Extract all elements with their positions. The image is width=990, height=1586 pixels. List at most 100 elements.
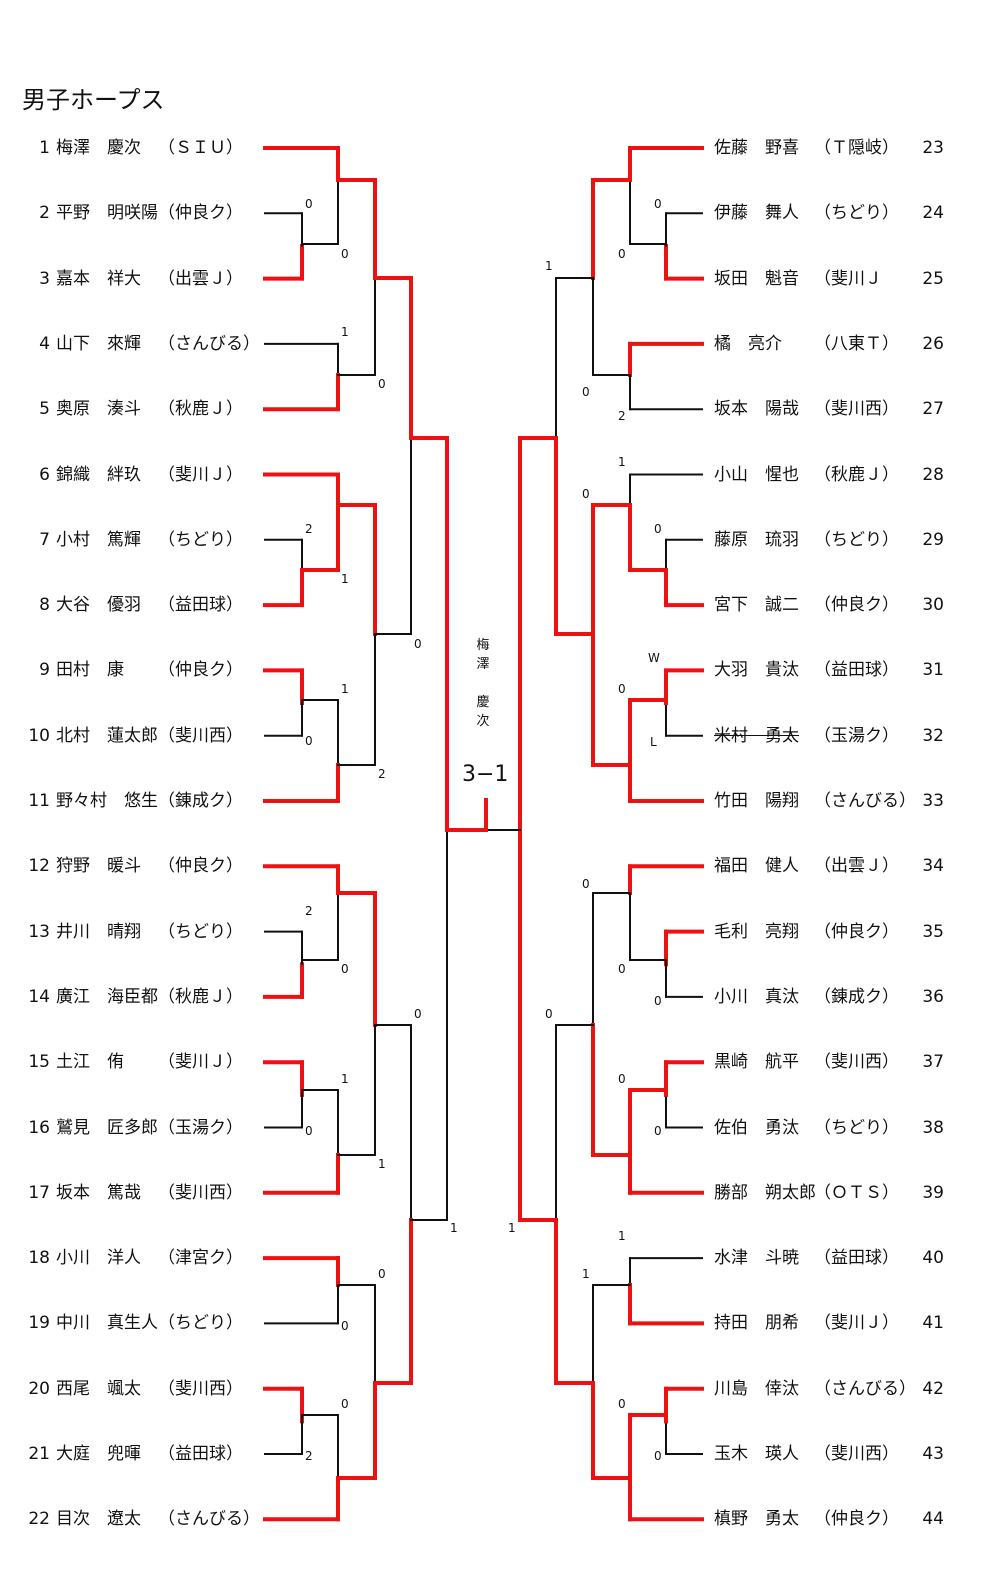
player-name: 鷲見 匠多郎 xyxy=(56,1117,158,1138)
player-club: （益田球） xyxy=(158,595,243,616)
match-score: 0 xyxy=(305,734,313,748)
player-club: （さんびる） xyxy=(158,333,260,354)
match-score: 0 xyxy=(545,1007,553,1021)
player-name: 田村 康 xyxy=(56,660,124,681)
match-score: 0 xyxy=(341,247,349,261)
match-score: 0 xyxy=(305,1124,313,1138)
player-club: （仲良ク） xyxy=(814,1509,899,1530)
player-name: 坂本 篤哉 xyxy=(56,1182,141,1203)
seed-number: 30 xyxy=(922,595,944,616)
page-title: 男子ホープス xyxy=(22,86,165,114)
match-score: 0 xyxy=(654,522,662,536)
player-club: （ちどり） xyxy=(158,529,243,550)
player-club: （斐川西） xyxy=(158,725,243,746)
player-club: （さんびる） xyxy=(814,791,916,811)
seed-number: 43 xyxy=(922,1444,944,1464)
seed-number: 7 xyxy=(39,529,50,550)
player-name: 大羽 貴汰 xyxy=(714,660,799,681)
player-club: （斐川Ｊ） xyxy=(158,464,243,485)
player-name: 西尾 颯太 xyxy=(56,1378,141,1399)
player-club: （Ｔ隠岐） xyxy=(814,138,899,158)
match-score: L xyxy=(650,735,657,749)
seed-number: 28 xyxy=(922,464,944,485)
player-name: 黒崎 航平 xyxy=(714,1052,799,1073)
champion-name: 梅 澤 慶 次 xyxy=(468,636,498,731)
match-score: 0 xyxy=(582,877,590,891)
player-name: 佐伯 勇汰 xyxy=(714,1117,799,1138)
match-score: 1 xyxy=(618,455,626,469)
seed-number: 1 xyxy=(39,138,50,158)
seed-number: 18 xyxy=(28,1248,50,1269)
seed-number: 9 xyxy=(39,660,50,681)
match-score: 0 xyxy=(654,1449,662,1463)
player-name: 大庭 兜暉 xyxy=(56,1444,141,1464)
seed-number: 23 xyxy=(922,138,944,158)
match-score: 1 xyxy=(341,1072,349,1086)
player-club: （斐川西） xyxy=(814,399,899,420)
seed-number: 13 xyxy=(28,921,50,942)
player-club: （出雲Ｊ） xyxy=(814,856,899,877)
match-score: 2 xyxy=(618,409,626,423)
seed-number: 27 xyxy=(922,399,944,420)
match-score: 2 xyxy=(305,904,313,918)
seed-number: 22 xyxy=(28,1509,50,1530)
final-score: 3−1 xyxy=(462,762,509,787)
seed-number: 40 xyxy=(922,1248,944,1269)
seed-number: 41 xyxy=(922,1313,944,1334)
match-score: 2 xyxy=(305,522,313,536)
match-score: 1 xyxy=(341,325,349,339)
match-score: 0 xyxy=(618,1397,626,1411)
champion-char xyxy=(468,674,498,693)
player-club: （ちどり） xyxy=(814,203,899,224)
match-score: 2 xyxy=(378,767,386,781)
player-name: 北村 蓮太郎 xyxy=(56,725,158,746)
player-name: 福田 健人 xyxy=(714,856,799,877)
seed-number: 26 xyxy=(922,333,944,354)
player-name: 宮下 誠二 xyxy=(714,595,799,616)
player-club: （八東Ｔ） xyxy=(814,333,899,354)
player-name: 井川 晴翔 xyxy=(56,921,141,942)
seed-number: 3 xyxy=(39,268,50,289)
player-club: （斐川西） xyxy=(814,1052,899,1073)
player-name: 小川 洋人 xyxy=(56,1248,141,1269)
player-club: （斐川西） xyxy=(814,1444,899,1464)
player-name: 勝部 朔太郎 xyxy=(714,1182,816,1203)
seed-number: 10 xyxy=(28,725,50,746)
player-club: （斐川西） xyxy=(158,1182,243,1203)
player-name: 梅澤 慶次 xyxy=(56,138,141,158)
player-name: 佐藤 野喜 xyxy=(714,138,799,158)
player-club: （玉湯ク） xyxy=(158,1117,243,1138)
seed-number: 44 xyxy=(922,1509,944,1530)
seed-number: 8 xyxy=(39,595,50,616)
match-score: 1 xyxy=(582,1267,590,1281)
player-name: 毛利 亮翔 xyxy=(714,921,799,942)
player-name: 伊藤 舞人 xyxy=(714,203,799,224)
match-score: 0 xyxy=(654,994,662,1008)
champion-char: 慶 xyxy=(476,695,490,710)
player-club: （仲良ク） xyxy=(814,921,899,942)
player-name: 竹田 陽翔 xyxy=(714,791,799,811)
seed-number: 20 xyxy=(28,1378,50,1399)
player-club: （出雲Ｊ） xyxy=(158,268,243,289)
player-name: 玉木 瑛人 xyxy=(714,1444,799,1464)
match-score: 0 xyxy=(618,962,626,976)
champion-char: 梅 xyxy=(476,638,490,653)
match-score: W xyxy=(648,651,660,665)
player-name: 狩野 暖斗 xyxy=(56,856,141,877)
player-club: （斐川Ｊ xyxy=(814,268,882,289)
match-score: 0 xyxy=(618,247,626,261)
match-score: 0 xyxy=(618,682,626,696)
seed-number: 15 xyxy=(28,1052,50,1073)
seed-number: 35 xyxy=(922,921,944,942)
seed-number: 39 xyxy=(922,1182,944,1203)
seed-number: 16 xyxy=(28,1117,50,1138)
player-name: 土江 侑 xyxy=(56,1052,124,1073)
match-score: 1 xyxy=(341,572,349,586)
match-score: 0 xyxy=(414,1007,422,1021)
player-name: 野々村 悠生 xyxy=(56,791,158,811)
seed-number: 36 xyxy=(922,986,944,1007)
match-score: 0 xyxy=(305,197,313,211)
seed-number: 14 xyxy=(28,986,50,1007)
player-name: 錦織 絆玖 xyxy=(56,464,141,485)
player-club: （ちどり） xyxy=(814,529,899,550)
